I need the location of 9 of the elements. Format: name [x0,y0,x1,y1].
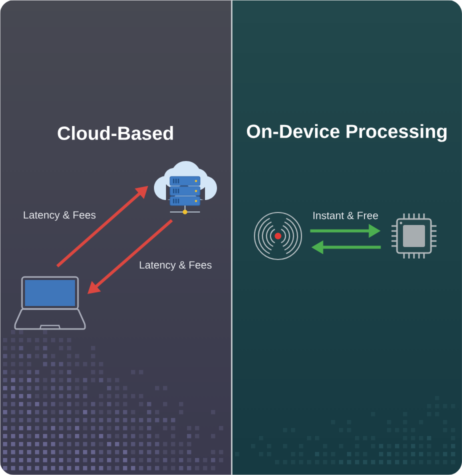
chip-icon [390,212,438,260]
cloud-server-icon [154,161,217,214]
edge-label: Latency & Fees [140,261,212,271]
concentric-rings-icon [254,212,302,260]
heading: Cloud-Based [58,126,173,140]
laptop-icon [14,276,86,330]
edge-label: Instant & Free [314,212,378,220]
heading: On-Device Processing [246,124,447,142]
edge-label: Latency & Fees [24,211,96,221]
